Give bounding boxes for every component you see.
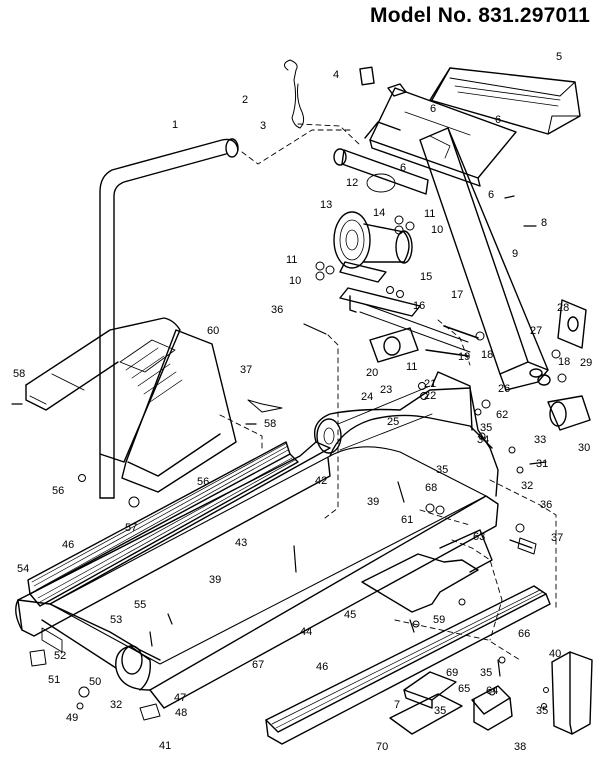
callout-69: 69 xyxy=(446,667,458,679)
callout-35: 35 xyxy=(434,705,446,717)
callout-12: 12 xyxy=(346,177,358,189)
callout-60: 60 xyxy=(207,325,219,337)
callout-8: 8 xyxy=(541,217,547,229)
motor-hood xyxy=(430,68,580,134)
callout-13: 13 xyxy=(320,199,332,211)
callout-58: 58 xyxy=(13,368,25,380)
callout-14: 14 xyxy=(373,207,385,219)
callout-18: 18 xyxy=(481,349,493,361)
callout-19: 19 xyxy=(458,351,470,363)
callout-35: 35 xyxy=(480,422,492,434)
callout-18: 18 xyxy=(558,356,570,368)
callout-46: 46 xyxy=(62,539,74,551)
callout-50: 50 xyxy=(89,676,101,688)
callout-54: 54 xyxy=(17,563,29,575)
callout-15: 15 xyxy=(420,271,432,283)
callout-23: 23 xyxy=(380,384,392,396)
callout-35: 35 xyxy=(536,705,548,717)
callout-37: 37 xyxy=(551,532,563,544)
callout-7: 7 xyxy=(394,699,400,711)
callout-6: 6 xyxy=(400,162,406,174)
side-rail-upper xyxy=(30,454,298,606)
callout-59: 59 xyxy=(433,614,445,626)
callout-70: 70 xyxy=(376,741,388,753)
callout-40: 40 xyxy=(549,648,561,660)
callout-45: 45 xyxy=(344,609,356,621)
model-number-title: Model No. 831.297011 xyxy=(370,4,590,27)
callout-6: 6 xyxy=(430,103,436,115)
callout-1: 1 xyxy=(172,119,178,131)
callout-53: 53 xyxy=(110,614,122,626)
callout-41: 41 xyxy=(159,740,171,752)
callout-32: 32 xyxy=(521,480,533,492)
motor xyxy=(364,224,409,262)
callout-11: 11 xyxy=(286,254,297,266)
handrail xyxy=(100,139,238,498)
callout-36: 36 xyxy=(271,304,283,316)
callout-27: 27 xyxy=(530,325,542,337)
callout-35: 35 xyxy=(436,464,448,476)
callout-29: 29 xyxy=(580,357,592,369)
callout-24: 24 xyxy=(361,391,373,403)
callout-36: 36 xyxy=(540,499,552,511)
callout-17: 17 xyxy=(451,289,463,301)
callout-55: 55 xyxy=(134,599,146,611)
callout-11: 11 xyxy=(424,208,435,220)
callout-49: 49 xyxy=(66,712,78,724)
callout-61: 61 xyxy=(401,514,413,526)
callout-64: 64 xyxy=(486,685,498,697)
deck xyxy=(50,447,486,664)
callout-11: 11 xyxy=(406,361,417,373)
callout-30: 30 xyxy=(578,442,590,454)
callout-9: 9 xyxy=(512,248,518,260)
callout-39: 39 xyxy=(209,574,221,586)
callout-20: 20 xyxy=(366,367,378,379)
callout-62: 62 xyxy=(496,409,508,421)
callout-68: 68 xyxy=(425,482,437,494)
callout-35: 35 xyxy=(480,667,492,679)
callout-2: 2 xyxy=(242,94,248,106)
callout-46: 46 xyxy=(316,661,328,673)
callout-48: 48 xyxy=(175,707,187,719)
callout-38: 38 xyxy=(514,741,526,753)
callout-57: 57 xyxy=(125,522,137,534)
callout-43: 43 xyxy=(235,537,247,549)
callout-65: 65 xyxy=(458,683,470,695)
callout-39: 39 xyxy=(367,496,379,508)
callout-25: 25 xyxy=(387,416,399,428)
callout-32: 32 xyxy=(110,699,122,711)
callout-56: 56 xyxy=(52,485,64,497)
callout-28: 28 xyxy=(557,302,569,314)
callout-56: 56 xyxy=(197,476,209,488)
callout-10: 10 xyxy=(289,275,301,287)
motor-cover xyxy=(122,330,236,492)
callout-58: 58 xyxy=(264,418,276,430)
callout-26: 26 xyxy=(498,383,510,395)
callout-6: 6 xyxy=(488,189,494,201)
callout-10: 10 xyxy=(431,224,443,236)
callout-47: 47 xyxy=(174,692,186,704)
console-plate xyxy=(370,88,516,178)
callout-44: 44 xyxy=(300,626,312,638)
callout-63: 63 xyxy=(473,531,485,543)
callout-37: 37 xyxy=(240,364,252,376)
callout-4: 4 xyxy=(333,69,339,81)
callout-21: 21 xyxy=(424,378,436,390)
callout-16: 16 xyxy=(413,300,425,312)
callout-3: 3 xyxy=(260,120,266,132)
callout-22: 22 xyxy=(424,390,436,402)
callout-66: 66 xyxy=(518,628,530,640)
callout-31: 31 xyxy=(536,458,548,470)
callout-33: 33 xyxy=(534,434,546,446)
callout-34: 34 xyxy=(477,434,489,446)
callout-5: 5 xyxy=(556,51,562,63)
callout-6: 6 xyxy=(495,114,501,126)
callout-51: 51 xyxy=(48,674,60,686)
callout-67: 67 xyxy=(252,659,264,671)
callout-42: 42 xyxy=(315,475,327,487)
callout-52: 52 xyxy=(54,650,66,662)
